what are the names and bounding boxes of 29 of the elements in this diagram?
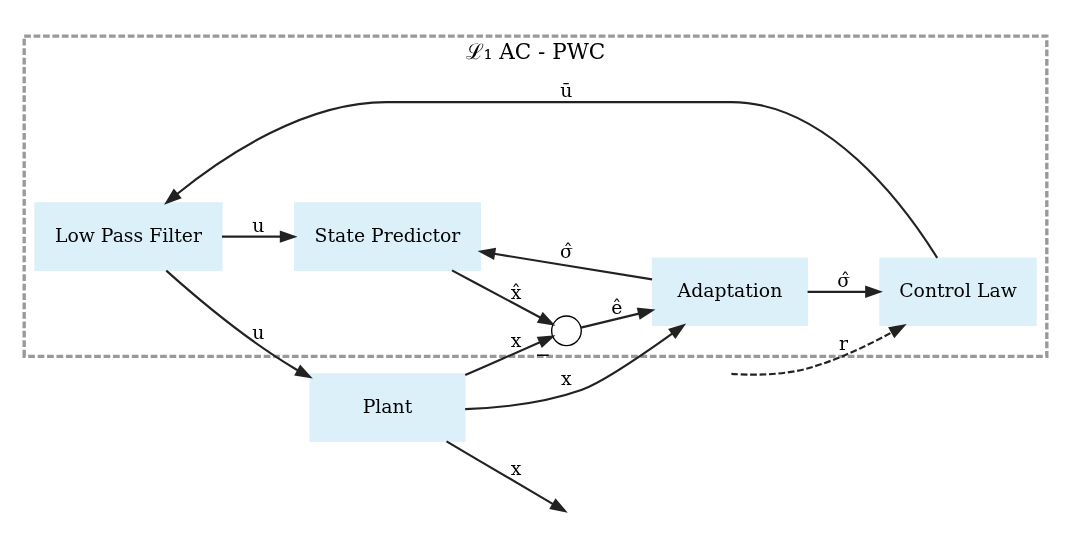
arrow <box>165 269 313 379</box>
arrow <box>164 101 939 259</box>
node-label: − <box>535 343 551 365</box>
node-box: State Predictor <box>293 202 481 271</box>
edge-label: σ̂ <box>837 269 851 291</box>
node-box: Plant <box>309 373 466 442</box>
edge-label: x <box>510 330 522 352</box>
arrow <box>465 323 687 411</box>
arrow <box>807 285 883 299</box>
edge-label: x̂ <box>510 281 522 303</box>
arrow <box>446 440 568 513</box>
arrow <box>477 247 653 281</box>
edge-label: σ̂ <box>560 241 573 263</box>
edge-label: u <box>252 214 265 236</box>
edge-label: ê <box>611 296 623 318</box>
arrow <box>731 324 907 376</box>
node-box: Control Law <box>879 257 1037 327</box>
node-box: Adaptation <box>651 257 808 327</box>
arrow <box>451 269 556 326</box>
edge-label: u <box>252 322 265 344</box>
arrow <box>464 335 556 376</box>
edge-label: x <box>561 367 572 389</box>
edge-label: ū <box>560 79 573 101</box>
arrow <box>580 307 656 329</box>
node-circle <box>550 315 582 347</box>
edge-label: r <box>839 332 849 354</box>
edge-label: x <box>510 458 522 480</box>
node-box: Low Pass Filter <box>34 202 223 271</box>
arrow <box>222 230 298 243</box>
